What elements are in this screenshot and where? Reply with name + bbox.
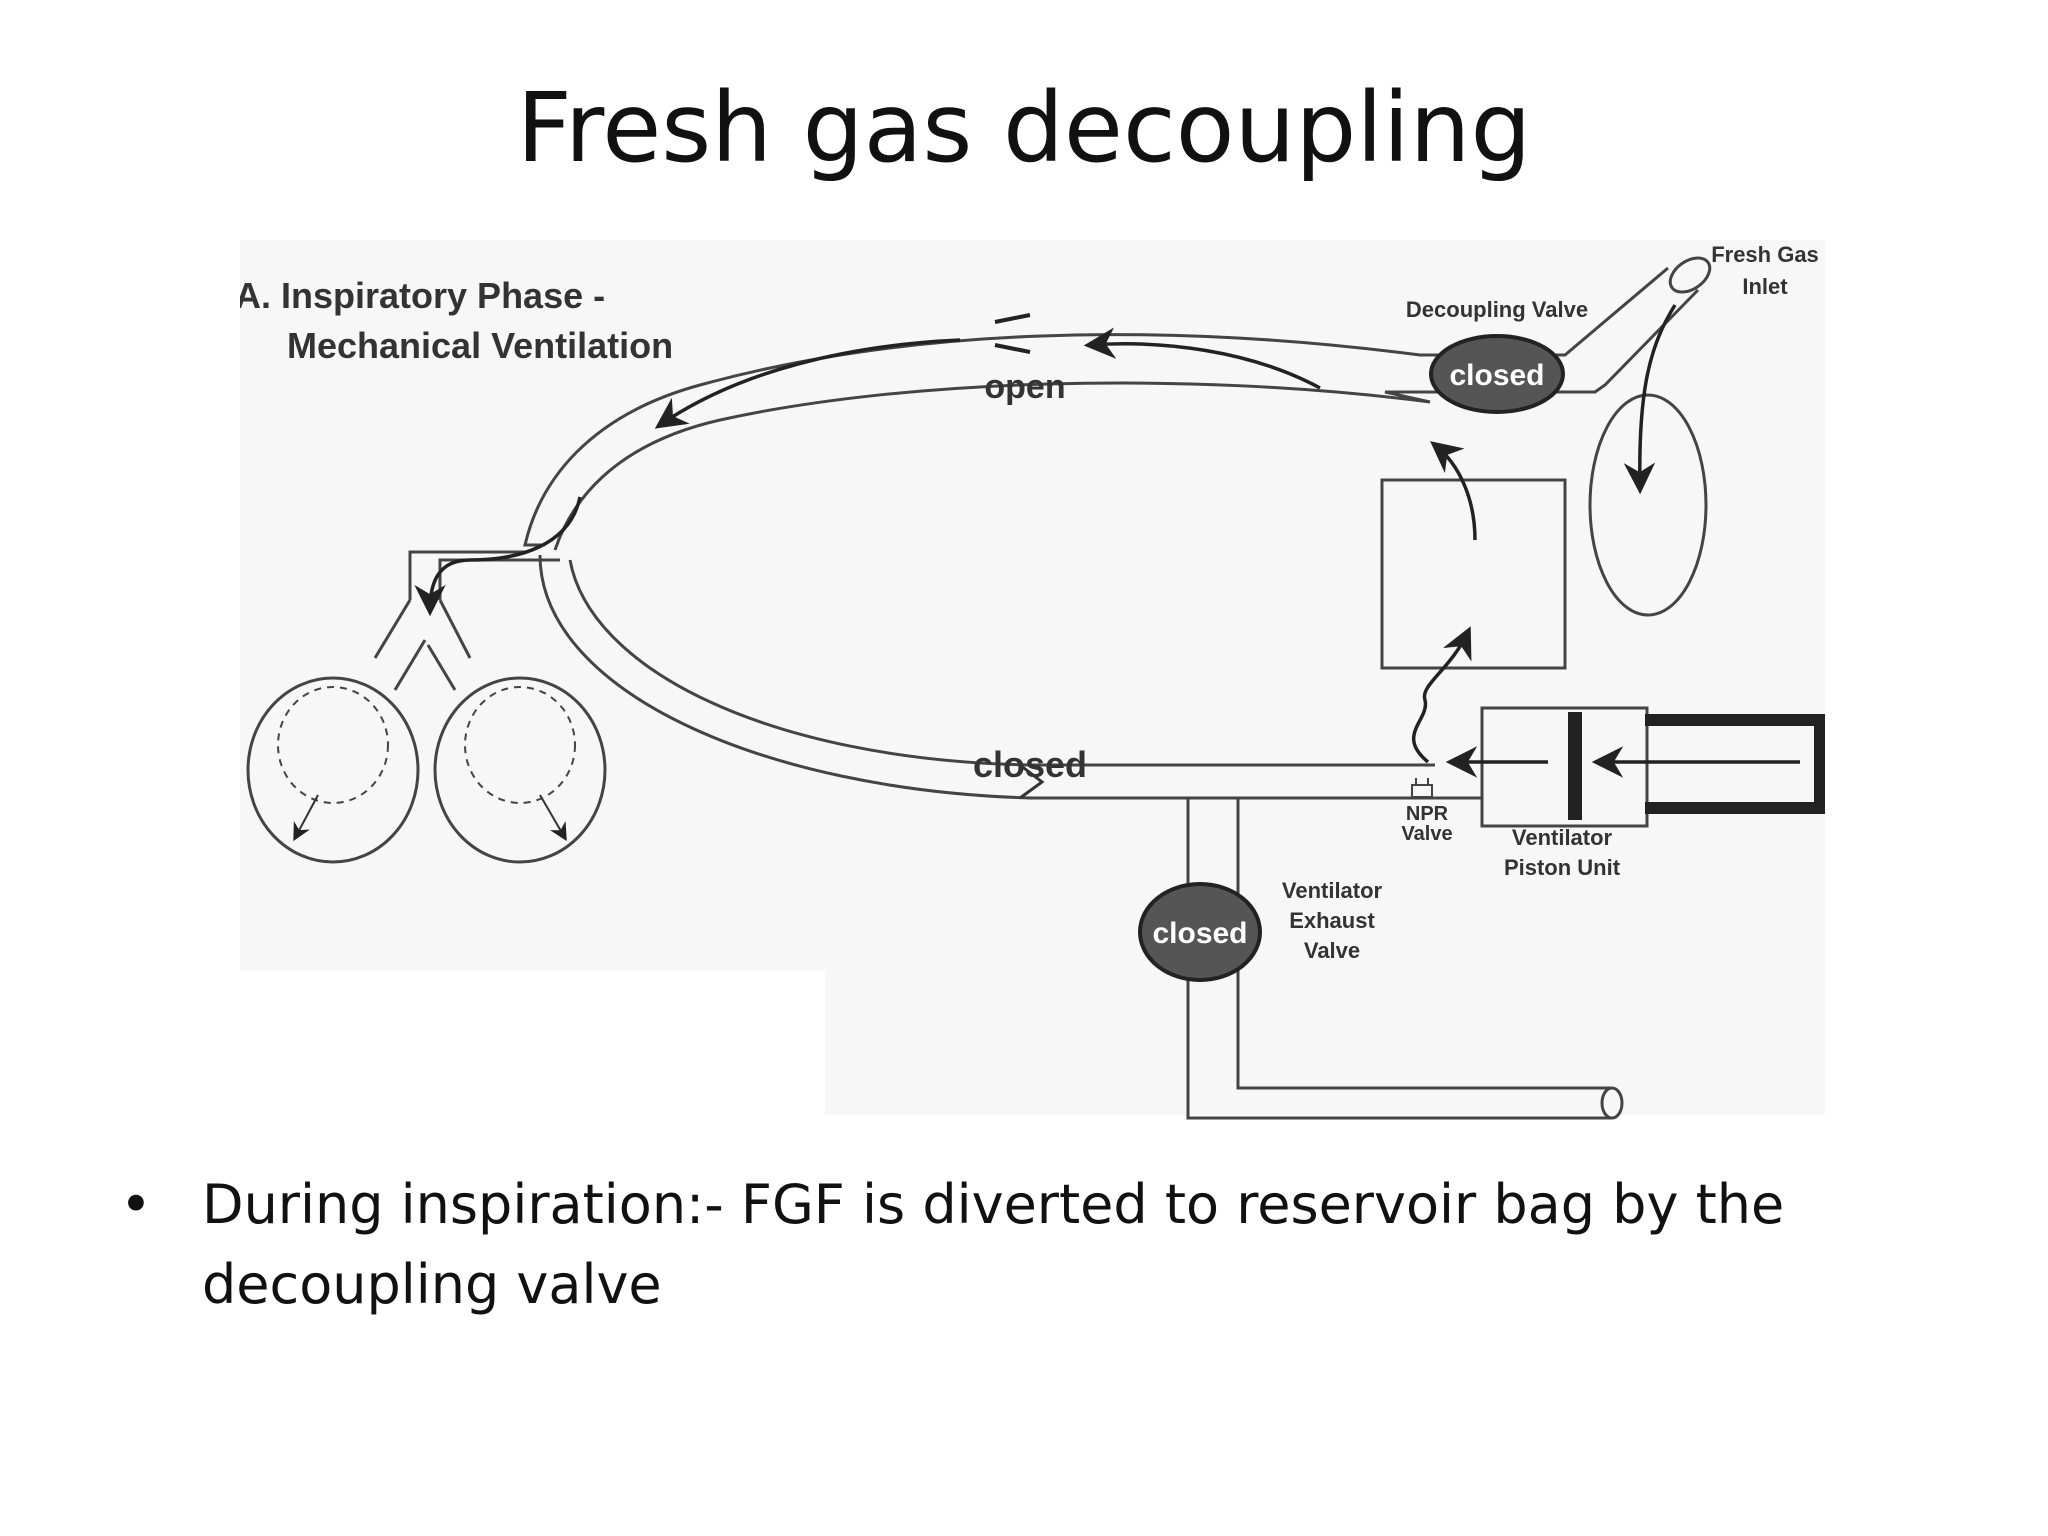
- inner-lower-wall: [568, 559, 1435, 767]
- fresh-gas-label-line1: Fresh Gas: [1711, 242, 1819, 267]
- npr-valve: [1411, 778, 1433, 798]
- fresh-gas-label-line2: Inlet: [1742, 274, 1788, 299]
- decoupling-valve-label: Decoupling Valve: [1406, 297, 1588, 322]
- open-valve-flap-lower: [994, 343, 1031, 354]
- ventilator-piston-unit: [1480, 706, 1825, 828]
- right-lung-inner: [464, 686, 576, 804]
- slide-title: Fresh gas decoupling: [516, 72, 1532, 184]
- left-lung-inner: [277, 686, 389, 804]
- bullet-marker: •: [120, 1173, 152, 1236]
- exhaust-valve: [1138, 882, 1262, 982]
- bullet-text: During inspiration:- FGF is diverted to …: [202, 1173, 1785, 1316]
- closed-valve-flap: [1019, 763, 1045, 800]
- figure-background-lower: [825, 960, 1825, 1115]
- fresh-gas-tube-inner: [1535, 288, 1700, 394]
- ventilator-chamber: [1380, 478, 1567, 670]
- npr-label-line1: NPR: [1406, 803, 1449, 825]
- piston-cylinder: [1480, 706, 1649, 828]
- left-lung-arrow: [293, 794, 319, 842]
- arrow-inspiratory-left: [654, 338, 961, 429]
- closed-valve-label: closed: [973, 744, 1087, 785]
- right-lung: [433, 676, 607, 864]
- y-piece-wall: [408, 550, 528, 600]
- decoupling-valve: [1429, 334, 1565, 414]
- inner-loop-wall: [553, 381, 1535, 551]
- decoupling-valve-state: closed: [1449, 359, 1544, 392]
- exhaust-label-line1: Ventilator: [1282, 878, 1383, 903]
- right-lung-arrow: [539, 794, 567, 842]
- piston-plate: [1568, 712, 1582, 820]
- phase-label-line2: Mechanical Ventilation: [287, 325, 673, 366]
- bullet-list: • During inspiration:- FGF is diverted t…: [120, 1165, 1900, 1325]
- circuit-diagram: closed closed A. Inspiratory Phase - Mec…: [240, 240, 1825, 1120]
- exhaust-label-line2: Exhaust: [1289, 908, 1375, 933]
- piston-label-line2: Piston Unit: [1504, 855, 1621, 880]
- fresh-gas-inlet-opening: [1668, 256, 1712, 294]
- npr-label-line2: Valve: [1401, 823, 1452, 845]
- flow-arrows: [414, 304, 1800, 778]
- arrow-inspiratory-top: [1083, 327, 1321, 390]
- piston-rod-housing: [1645, 714, 1825, 814]
- phase-label-line1: A. Inspiratory Phase -: [240, 275, 605, 316]
- piston-label-line1: Ventilator: [1512, 825, 1613, 850]
- open-valve-label: open: [984, 368, 1065, 406]
- arrow-chamber-up: [1430, 441, 1477, 541]
- exhaust-label-line3: Valve: [1304, 938, 1360, 963]
- open-valve-flap-upper: [994, 313, 1031, 324]
- exhaust-valve-state: closed: [1152, 917, 1247, 950]
- arrow-into-chamber: [1412, 626, 1472, 764]
- arrow-to-lungs: [414, 496, 582, 617]
- arrow-fresh-gas: [1623, 304, 1677, 495]
- outer-lower-wall: [538, 554, 1484, 800]
- reservoir-bag: [1588, 393, 1708, 617]
- left-lung: [246, 676, 420, 864]
- lungs: [246, 676, 607, 864]
- exhaust-outlet-opening: [1600, 1086, 1624, 1120]
